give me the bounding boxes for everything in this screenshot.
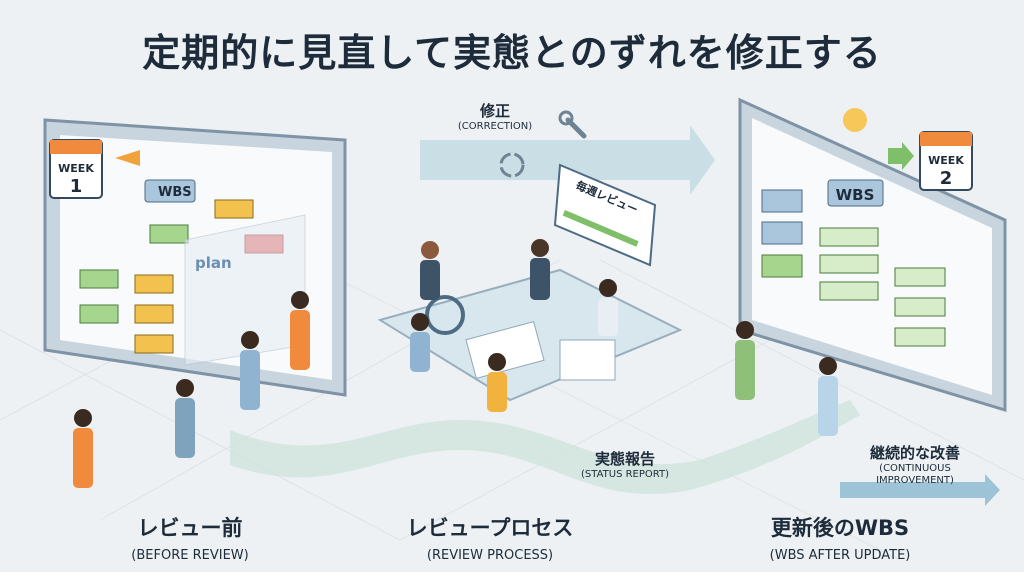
correction-label: 修正 (CORRECTION): [457, 102, 533, 132]
section-before-review: レビュー前 (BEFORE REVIEW): [131, 516, 249, 563]
svg-text:WEEK: WEEK: [928, 154, 964, 167]
status-report-label: 実態報告 (STATUS REPORT): [581, 450, 669, 480]
week1-calendar-icon: WEEK 1: [49, 139, 103, 199]
page-title: 定期的に見直して実態とのずれを修正する: [142, 31, 882, 75]
svg-text:2: 2: [940, 168, 953, 189]
right-wbs-label: WBS: [836, 186, 875, 204]
back-arrow-icon: [115, 150, 140, 166]
weekly-review-board: 毎週レビュー: [553, 163, 657, 267]
forward-arrow-icon: [888, 142, 914, 170]
continuous-improvement-label: 継続的な改善 (CONTINUOUS IMPROVEMENT): [869, 444, 960, 486]
wrench-icon: [558, 110, 587, 139]
correction-arrow: [420, 125, 715, 195]
flow-band: [230, 400, 860, 495]
magnifier-icon: [425, 295, 465, 335]
refresh-icon: [499, 152, 525, 178]
left-wbs-screen: WBS plan: [43, 118, 347, 397]
plan-label: plan: [195, 254, 232, 272]
week2-calendar-icon: WEEK 2: [919, 131, 973, 191]
sun-icon: [843, 108, 867, 132]
improvement-arrow: [840, 474, 1000, 506]
people: [73, 239, 838, 488]
right-wbs-screen: WBS: [738, 97, 1007, 413]
svg-text:1: 1: [70, 176, 83, 197]
left-wbs-label: WBS: [158, 185, 192, 200]
section-wbs-after-update: 更新後のWBS (WBS AFTER UPDATE): [769, 516, 911, 563]
section-review-process: レビュープロセス (REVIEW PROCESS): [406, 516, 574, 563]
svg-text:WEEK: WEEK: [58, 162, 94, 175]
